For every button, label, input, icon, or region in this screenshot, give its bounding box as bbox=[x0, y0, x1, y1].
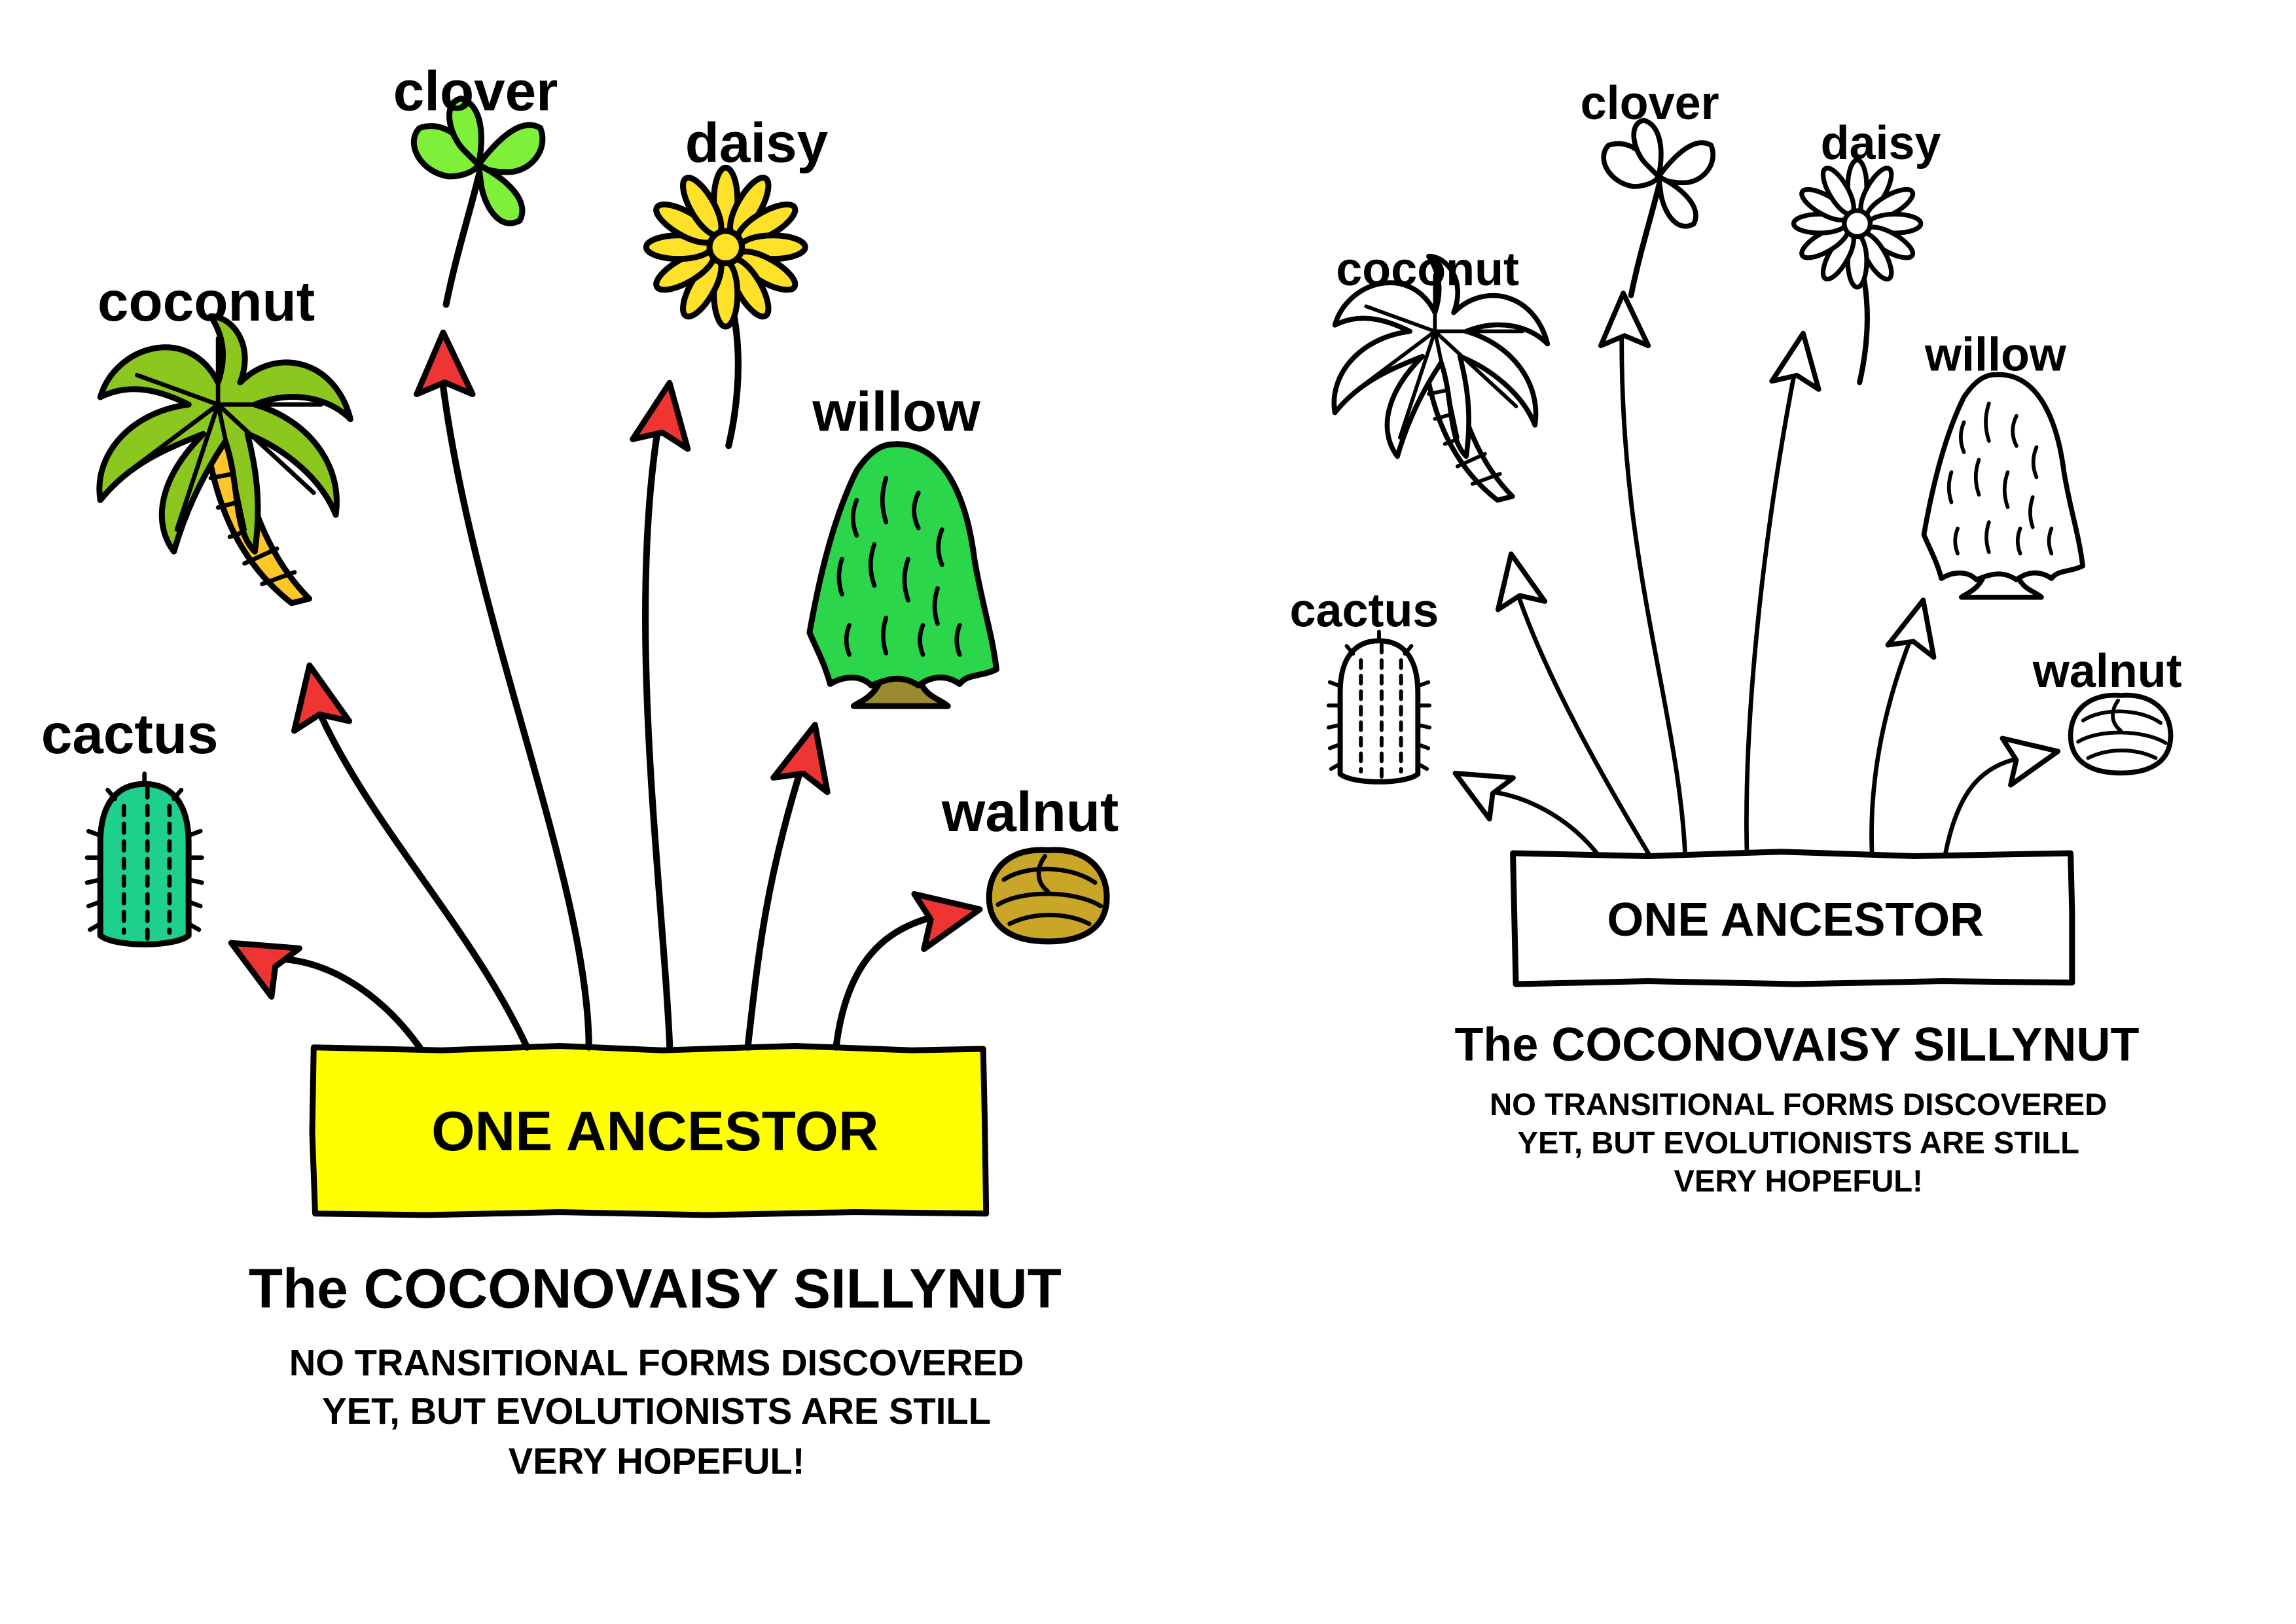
cactus-icon bbox=[87, 774, 202, 945]
daisy-icon-outline bbox=[1794, 160, 1921, 383]
label-daisy-outline: daisy bbox=[1821, 117, 1941, 169]
arrowhead-clover bbox=[417, 332, 473, 394]
caption-line-3: VERY HOPEFUL! bbox=[509, 1441, 805, 1482]
caption-line-1-outline: NO TRANSITIONAL FORMS DISCOVERED bbox=[1490, 1087, 2107, 1122]
arrowhead-daisy-outline bbox=[1772, 329, 1827, 389]
arrowhead-cactus-outline bbox=[1444, 752, 1513, 819]
clover-icon-outline bbox=[1604, 120, 1713, 296]
colored-panel: ONE ANCESTOR bbox=[41, 61, 1119, 1482]
arrow-stems bbox=[266, 372, 946, 1051]
caption-line-1: NO TRANSITIONAL FORMS DISCOVERED bbox=[289, 1342, 1024, 1383]
coconut-tree-icon bbox=[99, 316, 351, 603]
arrowhead-coconut bbox=[283, 660, 350, 731]
cactus-icon-outline bbox=[1329, 631, 1429, 781]
label-coconut-outline: coconut bbox=[1336, 243, 1519, 296]
arrowhead-clover-outline bbox=[1601, 293, 1649, 345]
caption-line-2: YET, BUT EVOLUTIONISTS ARE STILL bbox=[322, 1390, 991, 1432]
arrowhead-coconut-outline bbox=[1489, 550, 1545, 610]
arrow-stems-outline bbox=[1484, 324, 2026, 856]
arrowhead-daisy bbox=[633, 378, 699, 449]
walnut-icon-outline bbox=[2071, 696, 2171, 773]
outline-panel: ONE ANCESTOR bbox=[1290, 77, 2182, 1199]
diagram-title: The COCONOVAISY SILLYNUT bbox=[249, 1258, 1062, 1320]
willow-tree-icon bbox=[810, 444, 997, 706]
label-walnut: walnut bbox=[941, 781, 1119, 843]
ancestor-box bbox=[309, 1042, 990, 1218]
label-cactus-outline: cactus bbox=[1290, 585, 1439, 637]
arrowhead-cactus bbox=[218, 917, 299, 997]
label-daisy: daisy bbox=[685, 112, 829, 174]
label-cactus: cactus bbox=[41, 703, 219, 766]
walnut-icon bbox=[989, 850, 1107, 942]
arrowhead-willow-outline bbox=[1888, 594, 1947, 657]
arrowhead-walnut-outline bbox=[2002, 729, 2062, 785]
arrowhead-willow bbox=[774, 718, 844, 792]
caption-line-2-outline: YET, BUT EVOLUTIONISTS ARE STILL bbox=[1517, 1126, 2079, 1161]
label-walnut-outline: walnut bbox=[2032, 645, 2182, 697]
label-willow: willow bbox=[812, 381, 980, 444]
ancestor-box-outline bbox=[1510, 849, 2075, 987]
label-clover: clover bbox=[393, 61, 558, 123]
clover-icon bbox=[414, 99, 543, 305]
label-willow-outline: willow bbox=[1924, 329, 2067, 381]
ancestor-label-outline: ONE ANCESTOR bbox=[1607, 894, 1984, 946]
ancestor-label: ONE ANCESTOR bbox=[431, 1101, 878, 1163]
diagram-title-outline: The COCONOVAISY SILLYNUT bbox=[1454, 1019, 2139, 1071]
label-coconut: coconut bbox=[98, 271, 315, 333]
label-clover-outline: clover bbox=[1581, 77, 1719, 130]
willow-tree-icon-outline bbox=[1924, 374, 2083, 597]
daisy-icon bbox=[646, 168, 805, 446]
caption-line-3-outline: VERY HOPEFUL! bbox=[1674, 1164, 1923, 1199]
